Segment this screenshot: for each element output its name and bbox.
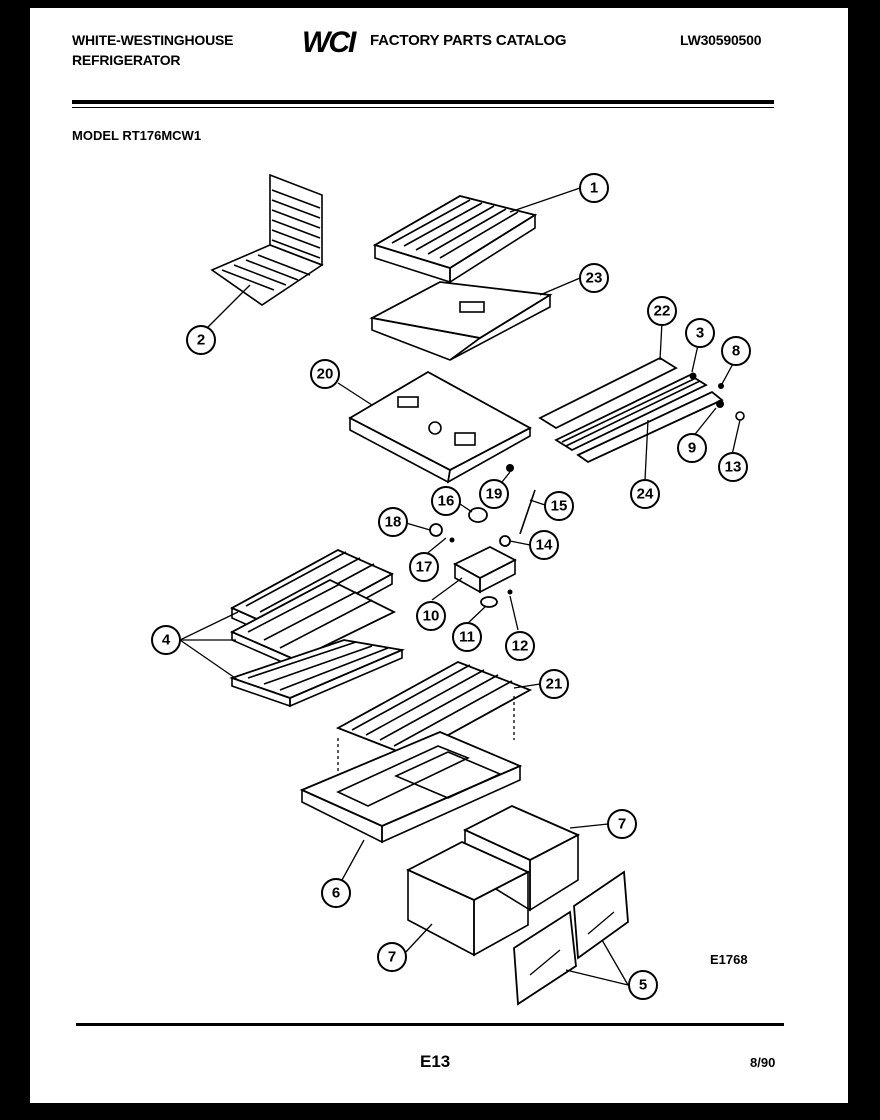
callout-23: 23 <box>579 263 609 293</box>
callout-3: 3 <box>685 318 715 348</box>
callout-7-lower: 7 <box>377 942 407 972</box>
callout-12: 12 <box>505 631 535 661</box>
header-rule-thick <box>72 100 774 104</box>
svg-text:14: 14 <box>536 537 553 554</box>
callout-15: 15 <box>544 491 574 521</box>
brand-name: WHITE-WESTINGHOUSE <box>72 32 234 48</box>
svg-text:2: 2 <box>197 332 205 349</box>
appliance-type: REFRIGERATOR <box>72 52 181 68</box>
callout-16: 16 <box>431 486 461 516</box>
svg-text:11: 11 <box>459 629 475 646</box>
svg-text:6: 6 <box>332 885 340 902</box>
svg-text:10: 10 <box>423 608 440 625</box>
svg-text:18: 18 <box>385 514 402 531</box>
svg-text:21: 21 <box>546 676 563 693</box>
callout-11: 11 <box>452 622 482 652</box>
header-rule-thin <box>72 107 774 108</box>
svg-text:12: 12 <box>512 638 529 655</box>
part-hardware <box>429 372 745 608</box>
part-long-rails <box>538 356 724 464</box>
paper-sheet: WHITE-WESTINGHOUSE REFRIGERATOR WCI FACT… <box>30 8 848 1103</box>
callout-2: 2 <box>186 325 216 355</box>
callout-17: 17 <box>409 552 439 582</box>
part-stacked-shelves <box>229 548 406 708</box>
svg-text:8: 8 <box>732 343 740 360</box>
callout-8: 8 <box>721 336 751 366</box>
part-drawer-fronts <box>513 870 629 1006</box>
callout-24: 24 <box>630 479 660 509</box>
svg-text:15: 15 <box>551 498 568 515</box>
callout-20: 20 <box>310 359 340 389</box>
part-control-tray <box>348 370 532 484</box>
model-label: MODEL RT176MCW1 <box>72 128 202 143</box>
part-wire-rack <box>210 173 324 306</box>
figure-code: E1768 <box>710 952 748 967</box>
svg-text:7: 7 <box>618 816 626 833</box>
svg-text:1: 1 <box>590 180 598 197</box>
svg-text:5: 5 <box>639 977 647 994</box>
part-cover-plate <box>369 281 553 361</box>
callout-5: 5 <box>628 970 658 1000</box>
callout-1: 1 <box>579 173 609 203</box>
callout-21: 21 <box>539 669 569 699</box>
svg-text:19: 19 <box>486 486 503 503</box>
svg-text:9: 9 <box>688 440 696 457</box>
part-crisper-cover <box>335 661 533 806</box>
callout-4: 4 <box>151 625 181 655</box>
part-control-housing <box>453 545 517 594</box>
callout-22: 22 <box>647 296 677 326</box>
svg-text:24: 24 <box>637 486 654 503</box>
wci-logo: WCI <box>302 26 356 59</box>
svg-text:7: 7 <box>388 949 396 966</box>
page-date: 8/90 <box>750 1055 776 1070</box>
callout-10: 10 <box>416 601 446 631</box>
svg-text:13: 13 <box>725 459 742 476</box>
callout-7-upper: 7 <box>607 809 637 839</box>
callout-6: 6 <box>321 878 351 908</box>
callout-13: 13 <box>718 452 748 482</box>
page-code: E13 <box>420 1052 451 1071</box>
callout-18: 18 <box>378 507 408 537</box>
callout-19: 19 <box>479 479 509 509</box>
svg-text:23: 23 <box>586 270 603 287</box>
svg-text:22: 22 <box>654 303 671 320</box>
catalog-title: FACTORY PARTS CATALOG <box>370 32 567 49</box>
svg-text:4: 4 <box>162 632 171 649</box>
part-crisper-drawers <box>405 805 581 957</box>
part-top-grille <box>372 195 538 284</box>
svg-text:16: 16 <box>438 493 455 510</box>
callout-9: 9 <box>677 433 707 463</box>
svg-text:20: 20 <box>317 366 334 383</box>
part-crisper-frame <box>299 731 523 844</box>
svg-text:17: 17 <box>416 559 433 576</box>
svg-text:3: 3 <box>696 325 704 342</box>
catalog-number: LW30590500 <box>680 32 762 48</box>
footer-rule <box>76 1023 784 1026</box>
callout-14: 14 <box>529 530 559 560</box>
